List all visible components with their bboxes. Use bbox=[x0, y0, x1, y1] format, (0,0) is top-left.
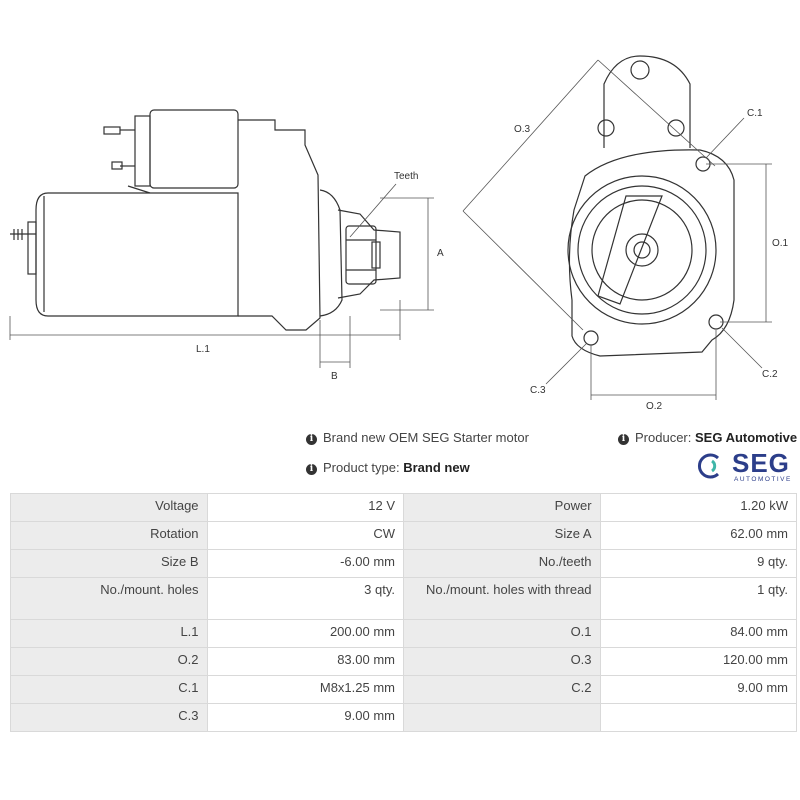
spec-value: 62.00 mm bbox=[599, 521, 798, 550]
spec-value: M8x1.25 mm bbox=[206, 675, 405, 704]
dim-label-c1: C.1 bbox=[747, 108, 763, 119]
producer-line: i Producer: SEG Automotive bbox=[618, 430, 797, 445]
spec-label: L.1 bbox=[10, 619, 208, 648]
spec-value: 9.00 mm bbox=[206, 703, 405, 732]
logo-word: SEG bbox=[732, 448, 790, 478]
spec-value: 9 qty. bbox=[599, 549, 798, 578]
spec-value: -6.00 mm bbox=[206, 549, 405, 578]
spec-value bbox=[599, 703, 798, 732]
product-name-line: i Brand new OEM SEG Starter motor bbox=[306, 430, 529, 445]
spec-label: C.1 bbox=[10, 675, 208, 704]
spec-label: C.3 bbox=[10, 703, 208, 732]
product-name: Brand new OEM SEG Starter motor bbox=[323, 430, 529, 445]
product-type-line: i Product type: Brand new bbox=[306, 460, 470, 475]
dim-label-l1: L.1 bbox=[196, 344, 210, 355]
spec-label: O.2 bbox=[10, 647, 208, 676]
spec-value: 120.00 mm bbox=[599, 647, 798, 676]
dim-label-o3: O.3 bbox=[514, 124, 531, 135]
front-view bbox=[567, 55, 735, 357]
info-circle-icon: i bbox=[306, 434, 317, 445]
dim-label-o1: O.1 bbox=[772, 238, 789, 249]
dim-label-a: A bbox=[437, 248, 444, 259]
producer-label: Producer: bbox=[635, 430, 692, 445]
spec-label: No./teeth bbox=[403, 549, 601, 578]
spec-label: Power bbox=[403, 493, 601, 522]
spec-label: No./mount. holes with thread bbox=[403, 577, 601, 620]
spec-label: O.1 bbox=[403, 619, 601, 648]
front-view-dimensions bbox=[462, 59, 772, 400]
spec-label: Rotation bbox=[10, 521, 208, 550]
spec-value: 84.00 mm bbox=[599, 619, 798, 648]
technical-drawing: L.1 B A Teeth O.3 O.1 O.2 C.1 C.2 C.3 bbox=[9, 55, 789, 412]
spec-value: 9.00 mm bbox=[599, 675, 798, 704]
spec-label: Size B bbox=[10, 549, 208, 578]
product-type-label: Product type: bbox=[323, 460, 400, 475]
spec-value: 12 V bbox=[206, 493, 405, 522]
spec-label: No./mount. holes bbox=[10, 577, 208, 620]
dim-label-teeth: Teeth bbox=[394, 171, 418, 182]
seg-logo-mark bbox=[698, 453, 720, 479]
info-circle-icon: i bbox=[306, 464, 317, 475]
spec-label bbox=[403, 703, 601, 732]
spec-value: 1.20 kW bbox=[599, 493, 798, 522]
producer-value: SEG Automotive bbox=[695, 430, 798, 445]
spec-value: 83.00 mm bbox=[206, 647, 405, 676]
spec-label: O.3 bbox=[403, 647, 601, 676]
spec-value: 1 qty. bbox=[599, 577, 798, 620]
spec-label: C.2 bbox=[403, 675, 601, 704]
spec-value: 200.00 mm bbox=[206, 619, 405, 648]
dim-label-c2: C.2 bbox=[762, 369, 778, 380]
product-type-value: Brand new bbox=[403, 460, 470, 475]
logo-sub: AUTOMOTIVE bbox=[734, 476, 792, 483]
info-circle-icon: i bbox=[618, 434, 629, 445]
side-view-dimensions bbox=[9, 183, 434, 368]
seg-automotive-logo: SEG AUTOMOTIVE bbox=[696, 448, 800, 488]
spec-value: 3 qty. bbox=[206, 577, 405, 620]
dim-label-c3: C.3 bbox=[530, 385, 546, 396]
spec-label: Size A bbox=[403, 521, 601, 550]
spec-value: CW bbox=[206, 521, 405, 550]
dim-label-o2: O.2 bbox=[646, 401, 663, 412]
side-view bbox=[10, 109, 401, 331]
spec-label: Voltage bbox=[10, 493, 208, 522]
dim-label-b: B bbox=[331, 371, 338, 382]
